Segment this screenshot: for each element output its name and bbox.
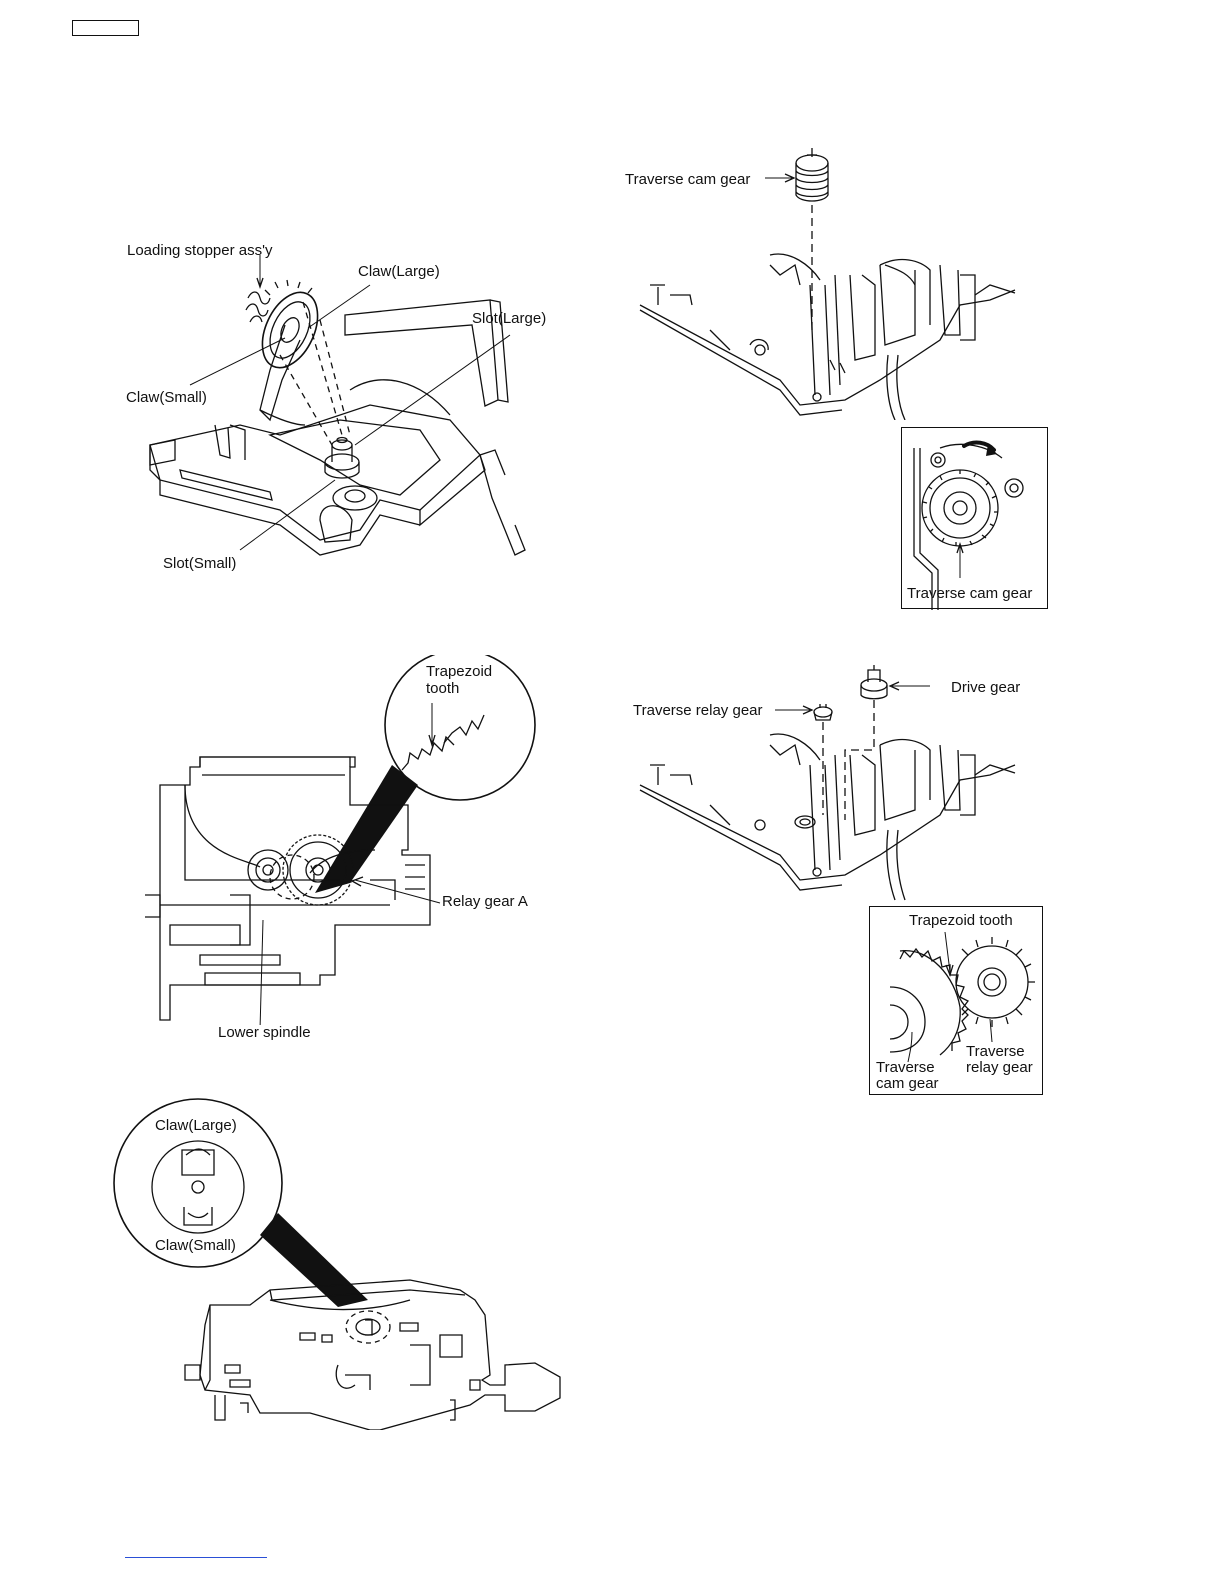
inset-label-traverse-cam-gear-1: Traverse xyxy=(876,1059,935,1076)
relay-gear-diagram xyxy=(140,655,540,1025)
label-slot-large: Slot(Large) xyxy=(472,310,546,327)
inset-label-traverse-relay-gear-1: Traverse xyxy=(966,1043,1025,1060)
label-trapezoid-tooth-1: Trapezoid xyxy=(426,663,492,680)
label-lower-spindle: Lower spindle xyxy=(218,1024,311,1041)
traverse-cam-gear-inset: Traverse cam gear xyxy=(901,427,1048,609)
label-traverse-cam-gear: Traverse cam gear xyxy=(625,171,750,188)
label-slot-small: Slot(Small) xyxy=(163,555,236,572)
label-traverse-relay-gear: Traverse relay gear xyxy=(633,702,763,719)
label-claw-large-detail: Claw(Large) xyxy=(155,1117,237,1134)
inset-label-traverse-relay-gear-2: relay gear xyxy=(966,1059,1033,1076)
label-trapezoid-tooth-2: tooth xyxy=(426,680,459,697)
label-drive-gear: Drive gear xyxy=(951,679,1020,696)
page-header-box xyxy=(72,20,139,36)
inset-label-traverse-cam-gear-2: cam gear xyxy=(876,1075,939,1092)
label-relay-gear-a: Relay gear A xyxy=(442,893,528,910)
label-claw-small: Claw(Small) xyxy=(126,389,207,406)
trapezoid-tooth-inset: Trapezoid tooth Traverse relay gear Trav… xyxy=(869,906,1043,1095)
label-claw-small-detail: Claw(Small) xyxy=(155,1237,236,1254)
label-claw-large: Claw(Large) xyxy=(358,263,440,280)
inset-label-traverse-cam-gear: Traverse cam gear xyxy=(907,585,1032,602)
footer-link-line xyxy=(125,1557,267,1558)
claw-detail-diagram xyxy=(110,1095,575,1430)
drive-gear-diagram xyxy=(630,660,1020,910)
inset-label-trapezoid-tooth: Trapezoid tooth xyxy=(909,912,1013,929)
label-loading-stopper: Loading stopper ass'y xyxy=(127,242,272,259)
